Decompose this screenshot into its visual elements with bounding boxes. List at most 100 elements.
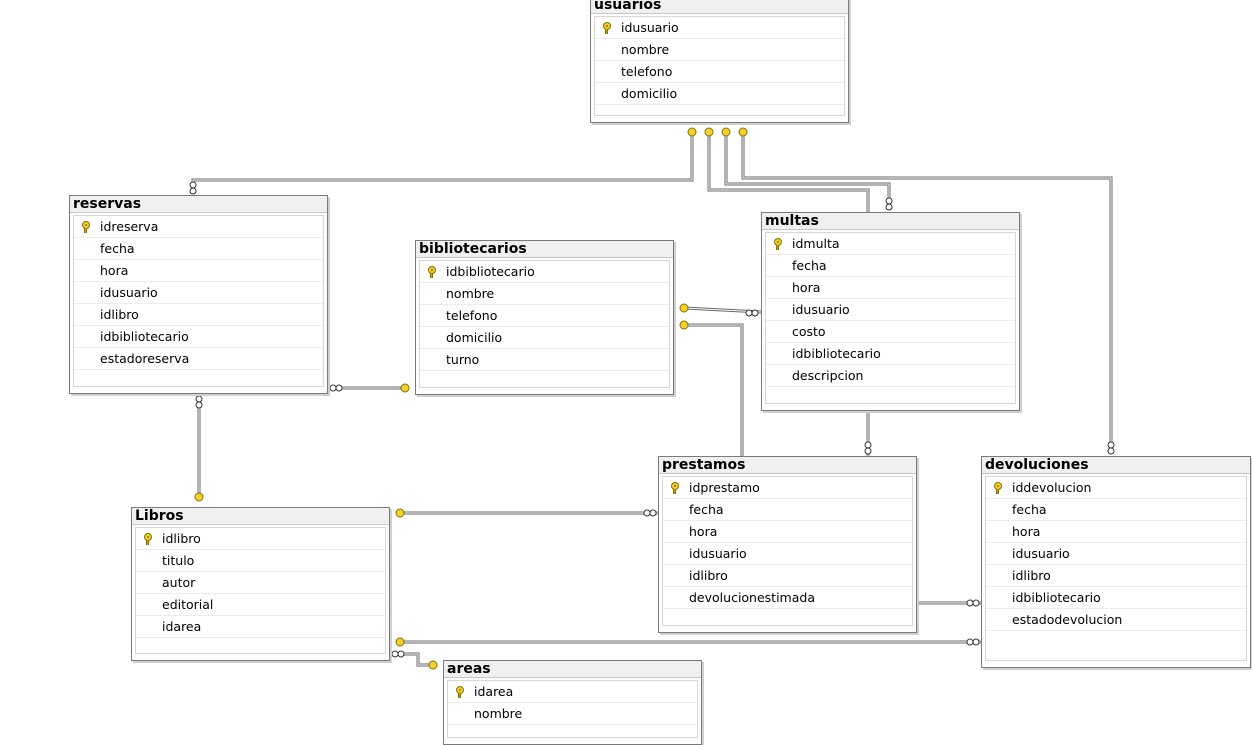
relationship-line [724,132,891,200]
column-row[interactable]: hora [986,521,1246,543]
column-row[interactable]: turno [420,349,669,371]
column-row[interactable]: idusuario [986,543,1246,565]
table-reservas[interactable]: reservas idreserva fecha hora idusuario idli… [69,195,328,394]
many-end-symbol [329,384,343,392]
column-name: idarea [162,619,202,634]
column-row[interactable]: titulo [136,550,385,572]
column-row[interactable]: descripcion [766,365,1015,387]
table-title: prestamos [659,457,916,474]
table-title: multas [762,213,1019,230]
column-name: turno [446,352,480,367]
key-end-symbol [395,508,405,518]
column-row[interactable]: idarea [448,681,697,703]
many-end-symbol [885,197,893,211]
many-end-symbol [1107,441,1115,455]
column-row[interactable]: idlibro [136,528,385,550]
key-end-symbol [400,383,410,393]
column-row[interactable]: idprestamo [663,477,912,499]
column-row[interactable]: iddevolucion [986,477,1246,499]
column-row[interactable]: autor [136,572,385,594]
column-name: idusuario [689,546,747,561]
column-row[interactable]: idarea [136,616,385,638]
table-libros[interactable]: Libros idlibro titulo autor editorial idarea [131,507,390,661]
column-name: fecha [1012,502,1047,517]
column-row[interactable]: estadoreserva [74,348,323,370]
column-row[interactable]: telefono [420,305,669,327]
column-name: autor [162,575,196,590]
column-row[interactable]: hora [766,277,1015,299]
relationship-line-core [684,324,743,456]
column-name: idlibro [100,307,139,322]
column-row[interactable]: fecha [74,238,323,260]
column-row[interactable]: editorial [136,594,385,616]
column-name: idreserva [100,219,159,234]
primary-key-icon [454,686,465,698]
column-row[interactable]: nombre [448,703,697,725]
table-title: devoluciones [982,457,1250,474]
column-name: idlibro [162,531,201,546]
column-row[interactable]: idreserva [74,216,323,238]
column-name: idbibliotecario [446,264,535,279]
column-row[interactable]: domicilio [595,83,844,105]
column-name: descripcion [792,368,864,383]
column-row[interactable]: idlibro [663,565,912,587]
column-row[interactable]: idusuario [595,17,844,39]
column-row[interactable]: nombre [420,283,669,305]
column-row[interactable]: telefono [595,61,844,83]
column-row[interactable]: idusuario [766,299,1015,321]
key-end-symbol [687,127,697,137]
column-row[interactable]: fecha [986,499,1246,521]
primary-key-icon [80,221,91,233]
column-list: iddevolucion fecha hora idusuario idlibro idb… [985,476,1247,661]
column-row[interactable]: idusuario [663,543,912,565]
relationship-line-core [192,132,693,186]
column-row[interactable]: idbibliotecario [74,326,323,348]
column-name: domicilio [621,86,678,101]
relationship-line-core [725,132,890,200]
column-row[interactable]: idusuario [74,282,323,304]
table-title: reservas [70,196,327,213]
primary-key-icon [142,533,153,545]
many-end-symbol [745,309,759,317]
column-row[interactable]: hora [74,260,323,282]
column-row[interactable]: idlibro [986,565,1246,587]
primary-key-icon [601,22,612,34]
column-row[interactable]: costo [766,321,1015,343]
column-name: idusuario [100,285,158,300]
column-row[interactable]: devolucionestimada [663,587,912,609]
key-end-symbol [679,320,689,330]
column-row[interactable]: idbibliotecario [986,587,1246,609]
column-row[interactable]: idmulta [766,233,1015,255]
table-title: Libros [132,508,389,525]
column-row[interactable]: fecha [663,499,912,521]
column-name: devolucionestimada [689,590,815,605]
column-row[interactable]: fecha [766,255,1015,277]
many-end-symbol [864,441,872,455]
primary-key-icon [772,238,783,250]
column-row[interactable]: hora [663,521,912,543]
column-name: fecha [100,241,135,256]
column-row[interactable]: idbibliotecario [766,343,1015,365]
column-row[interactable]: domicilio [420,327,669,349]
column-row[interactable]: estadodevolucion [986,609,1246,631]
column-row[interactable]: nombre [595,39,844,61]
column-row[interactable]: idbibliotecario [420,261,669,283]
column-name: nombre [446,286,495,301]
table-devoluciones[interactable]: devoluciones iddevolucion fecha hora idusua… [981,456,1251,668]
column-name: idusuario [1012,546,1070,561]
relationship-line [707,132,870,212]
relationship-line-core [683,307,762,313]
column-name: idlibro [1012,568,1051,583]
column-name: idbibliotecario [1012,590,1101,605]
column-row[interactable]: idlibro [74,304,323,326]
